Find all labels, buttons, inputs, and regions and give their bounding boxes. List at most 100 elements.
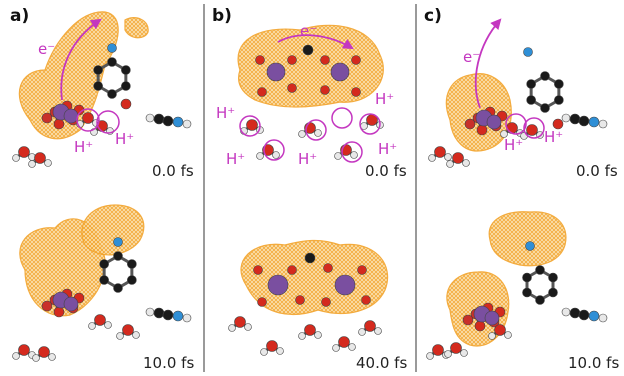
- panel-c-label: c): [424, 6, 442, 26]
- panel-b-proton-label-4: H⁺: [298, 150, 318, 168]
- panel-b-proton-circle: [305, 119, 327, 141]
- hydrogen-atom: [444, 350, 452, 358]
- hydrogen-atom: [598, 313, 608, 323]
- water-oxygen: [304, 324, 316, 336]
- hydrogen-atom: [28, 160, 36, 168]
- panel-b-proton-circle: [239, 115, 261, 137]
- hydrogen-atom: [132, 331, 140, 339]
- metal-atom: [267, 274, 289, 296]
- metal-atom: [330, 62, 350, 82]
- cluster-oxygen: [357, 265, 367, 275]
- nitrogen-atom: [107, 43, 117, 53]
- carbon-atom: [107, 57, 117, 67]
- hydrogen-atom: [145, 113, 155, 123]
- panel-a-isosurface-bottom-2: [81, 204, 145, 256]
- oxygen-atom: [552, 118, 564, 130]
- panel-c-proton-circle: [505, 113, 527, 135]
- hydrogen-atom: [504, 331, 512, 339]
- water-oxygen: [18, 146, 30, 158]
- cluster-oxygen: [41, 112, 53, 124]
- carbon-atom: [540, 103, 550, 113]
- cluster-oxygen: [53, 306, 65, 318]
- hydrogen-atom: [488, 332, 496, 340]
- water-oxygen: [262, 144, 274, 156]
- carbon-atom: [153, 307, 165, 319]
- water-oxygen: [494, 324, 506, 336]
- cluster-oxygen: [464, 118, 476, 130]
- water-oxygen: [450, 342, 462, 354]
- water-oxygen: [432, 344, 444, 356]
- hydrogen-atom: [298, 130, 306, 138]
- hydrogen-atom: [228, 324, 236, 332]
- hydrogen-atom: [256, 152, 264, 160]
- hydrogen-atom: [334, 152, 342, 160]
- panel-b-electron-label: e⁻: [300, 22, 318, 40]
- carbon-atom: [554, 79, 564, 89]
- cluster-oxygen: [462, 314, 474, 326]
- panel-b-isosurface-bottom: [240, 239, 389, 315]
- water-oxygen: [18, 344, 30, 356]
- hydrogen-atom: [116, 332, 124, 340]
- hydrogen-atom: [444, 153, 452, 161]
- hydrogen-atom: [12, 154, 20, 162]
- hydrogen-atom: [462, 159, 470, 167]
- hydrogen-atom: [446, 160, 454, 168]
- panel-b-proton-label-3: H⁺: [226, 150, 246, 168]
- hydrogen-atom: [276, 347, 284, 355]
- cluster-oxygen: [287, 55, 297, 65]
- panel-a-time-bottom: 10.0 fs: [143, 354, 195, 372]
- water-oxygen: [94, 314, 106, 326]
- hydrogen-atom: [145, 307, 155, 317]
- carbon-atom: [107, 89, 117, 99]
- cluster-oxygen: [476, 124, 488, 136]
- water-oxygen: [364, 320, 376, 332]
- water-oxygen: [434, 146, 446, 158]
- hydrogen-atom: [314, 331, 322, 339]
- carbon-atom: [535, 265, 545, 275]
- hydrogen-atom: [298, 332, 306, 340]
- panel-b-proton-circle: [341, 141, 363, 163]
- metal-atom: [63, 296, 79, 312]
- carbon-atom: [93, 81, 103, 91]
- cluster-oxygen: [321, 297, 331, 307]
- hydrogen-atom: [350, 151, 358, 159]
- cluster-oxygen: [255, 55, 265, 65]
- panel-c-time-bottom: 10.0 fs: [568, 354, 620, 372]
- panel-a-proton-circle: [96, 110, 120, 134]
- panel-b-proton-label-1: H⁺: [216, 104, 236, 122]
- panel-divider-ab: [203, 4, 205, 372]
- oxygen-atom: [120, 98, 132, 110]
- panel-b-time-top: 0.0 fs: [365, 162, 407, 180]
- panel-c-isosurface-bottom-1: [488, 211, 567, 267]
- water-oxygen: [526, 124, 538, 136]
- hydrogen-atom: [598, 119, 608, 129]
- carbon-atom: [548, 287, 558, 298]
- cluster-oxygen: [474, 320, 486, 332]
- hydrogen-atom: [561, 307, 571, 317]
- cluster-oxygen: [253, 265, 263, 275]
- nitrogen-atom: [172, 116, 184, 128]
- water-oxygen: [38, 346, 50, 358]
- panel-c-electron-arrow: [474, 18, 502, 109]
- water-oxygen: [452, 152, 464, 164]
- panel-a-electron-label: e⁻: [38, 40, 56, 58]
- panel-b-proton-label-2: H⁺: [375, 90, 395, 108]
- water-oxygen: [266, 340, 278, 352]
- hydrogen-atom: [104, 321, 112, 329]
- hydrogen-atom: [374, 327, 382, 335]
- panel-c-proton-label-2: H⁺: [544, 128, 564, 146]
- carbon-atom: [526, 79, 536, 89]
- carbon-atom: [554, 95, 564, 105]
- carbon-atom: [99, 259, 109, 269]
- water-oxygen: [338, 336, 350, 348]
- metal-atom: [266, 62, 286, 82]
- nitrogen-atom: [525, 241, 535, 251]
- cluster-oxygen: [257, 297, 267, 307]
- hydrogen-atom: [44, 159, 52, 167]
- panel-a-electron-arrow: [60, 18, 102, 101]
- carbon-atom: [535, 295, 545, 305]
- panel-a-proton-circle: [76, 108, 100, 132]
- hydrogen-atom: [358, 328, 366, 336]
- hydrogen-atom: [48, 353, 56, 361]
